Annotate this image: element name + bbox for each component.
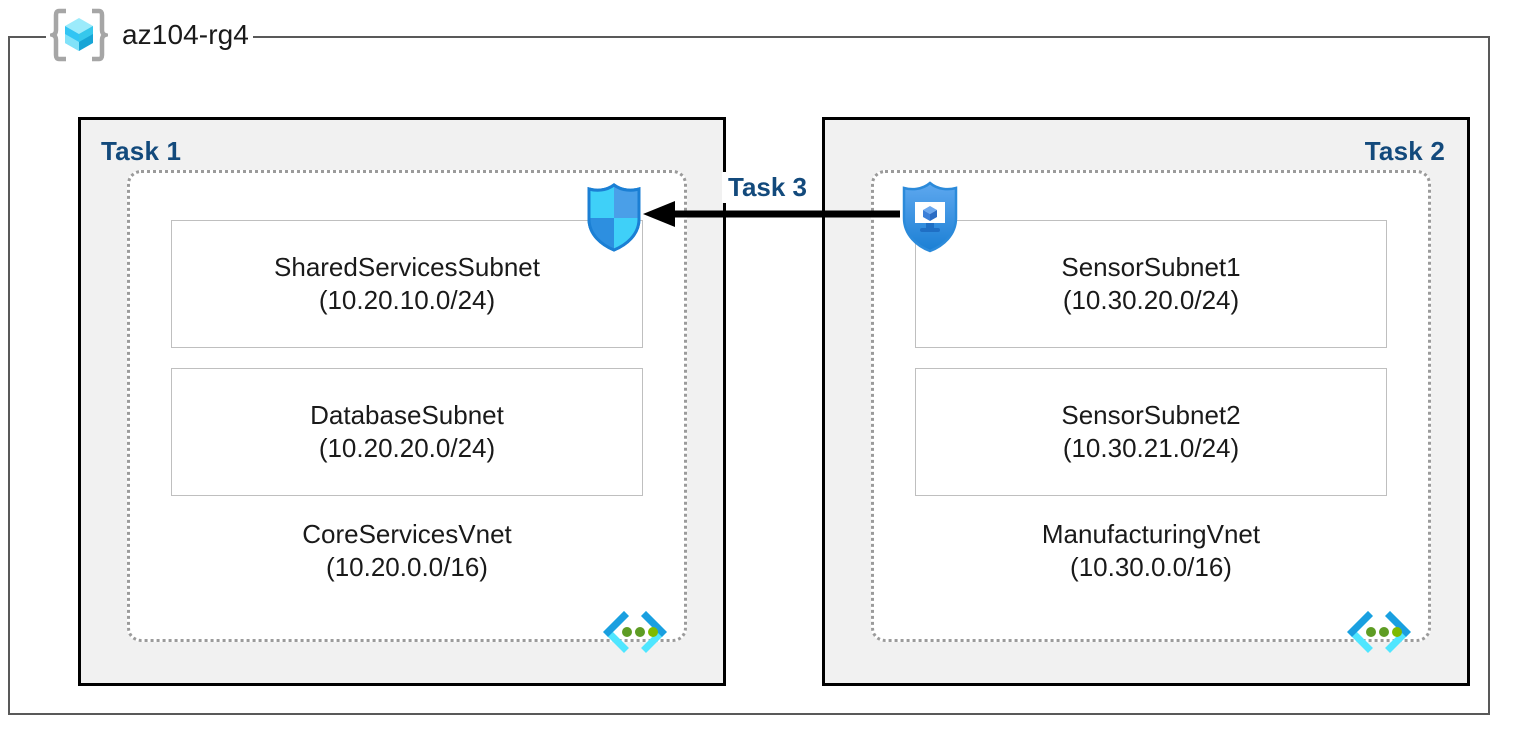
resource-group-frame-bottom: [8, 713, 1490, 715]
vnet-cidr: (10.30.0.0/16): [1070, 552, 1232, 583]
subnet-name: SensorSubnet1: [1061, 251, 1241, 282]
virtual-network-icon: [1344, 608, 1414, 656]
firewall-shield-icon: [582, 181, 646, 253]
resource-group-cube-icon: [45, 6, 113, 64]
subnet-cidr: (10.30.21.0/24): [1062, 433, 1240, 463]
subnet-cidr: (10.30.20.0/24): [1062, 285, 1240, 315]
virtual-network-icon: [600, 608, 670, 656]
task-2-box: Task 2 SensorSubnet1 (10.30.20.0/24) Sen…: [822, 117, 1470, 686]
resource-group-name: az104-rg4: [122, 19, 249, 50]
coreservicesvnet-caption: CoreServicesVnet (10.20.0.0/16): [130, 518, 684, 585]
coreservicesvnet-box: SharedServicesSubnet (10.20.10.0/24) Dat…: [127, 170, 687, 653]
subnet-cidr: (10.20.10.0/24): [318, 285, 496, 315]
manufacturingvnet-box: SensorSubnet1 (10.30.20.0/24) SensorSubn…: [871, 170, 1431, 653]
sensorsubnet1-box: SensorSubnet1 (10.30.20.0/24): [915, 220, 1387, 348]
subnet-name: DatabaseSubnet: [310, 399, 504, 430]
virtual-machine-shield-icon: [896, 178, 964, 254]
sharedservicessubnet-box: SharedServicesSubnet (10.20.10.0/24): [171, 220, 643, 348]
resource-group-frame-left: [8, 36, 10, 715]
resource-group-frame-right: [1488, 36, 1490, 715]
subnet-name: SharedServicesSubnet: [274, 251, 540, 282]
vnet-cidr: (10.20.0.0/16): [326, 552, 488, 583]
task-1-box: Task 1 SharedServicesSubnet (10.20.10.0/…: [78, 117, 726, 686]
resource-group-frame-top: [232, 36, 1490, 38]
manufacturingvnet-caption: ManufacturingVnet (10.30.0.0/16): [874, 518, 1428, 585]
vnet-name: CoreServicesVnet: [302, 519, 512, 549]
task-2-label: Task 2: [1364, 136, 1445, 166]
vnet-name: ManufacturingVnet: [1041, 519, 1261, 549]
sensorsubnet2-box: SensorSubnet2 (10.30.21.0/24): [915, 368, 1387, 496]
task-1-label: Task 1: [101, 136, 182, 166]
resource-group-header: az104-rg4: [45, 6, 253, 64]
resource-group-frame-top-left-stub: [8, 36, 46, 38]
databasesubnet-box: DatabaseSubnet (10.20.20.0/24): [171, 368, 643, 496]
subnet-name: SensorSubnet2: [1061, 399, 1241, 430]
subnet-cidr: (10.20.20.0/24): [318, 433, 496, 463]
task-3-label: Task 3: [722, 172, 814, 203]
